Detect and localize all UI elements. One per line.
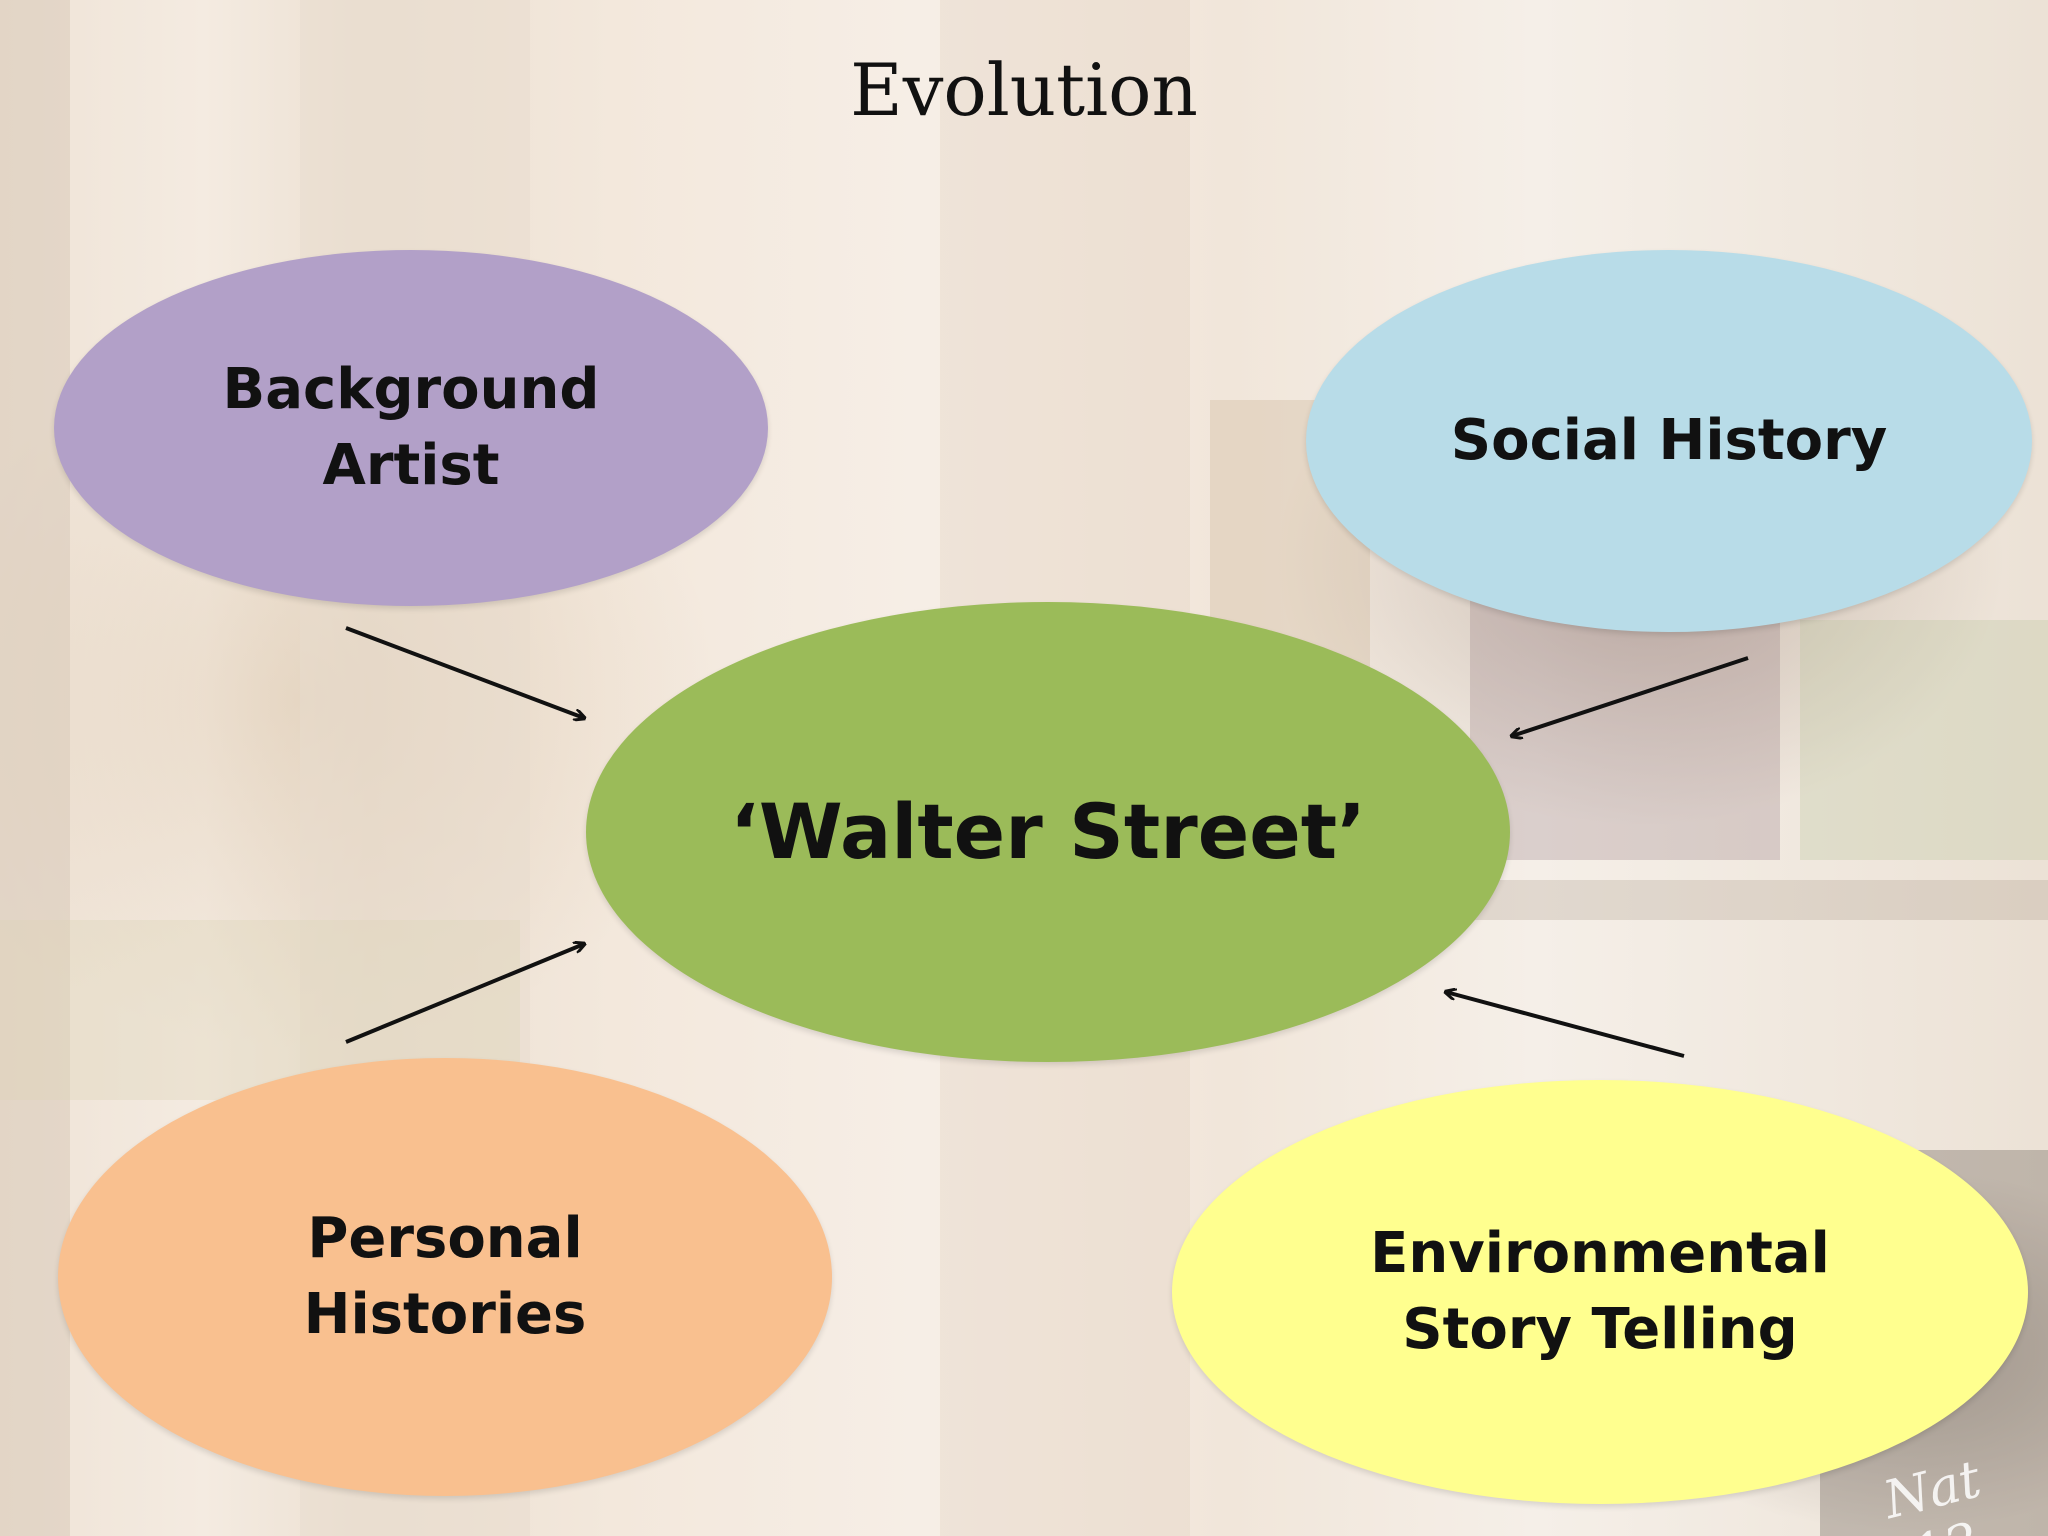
arrow-social-history-to-center (1512, 656, 1749, 736)
node-walter-street-label: ‘Walter Street’ (730, 786, 1366, 876)
node-social-history: Social History (1306, 250, 2032, 632)
node-environmental-story-telling-label: Environmental Story Telling (1370, 1221, 1830, 1362)
node-personal-histories-label: Personal Histories (303, 1206, 587, 1347)
node-background-artist-label: Background Artist (222, 357, 600, 498)
arrow-personal-histories-to-center (345, 944, 584, 1044)
node-walter-street: ‘Walter Street’ (586, 602, 1510, 1062)
slide-title: Evolution (850, 48, 1198, 132)
node-social-history-label: Social History (1450, 408, 1888, 474)
node-personal-histories: Personal Histories (58, 1058, 832, 1496)
node-background-artist: Background Artist (54, 250, 768, 606)
arrow-background-artist-to-center (345, 626, 584, 718)
arrow-environmental-story-to-center (1446, 992, 1685, 1058)
node-environmental-story-telling: Environmental Story Telling (1172, 1080, 2028, 1504)
